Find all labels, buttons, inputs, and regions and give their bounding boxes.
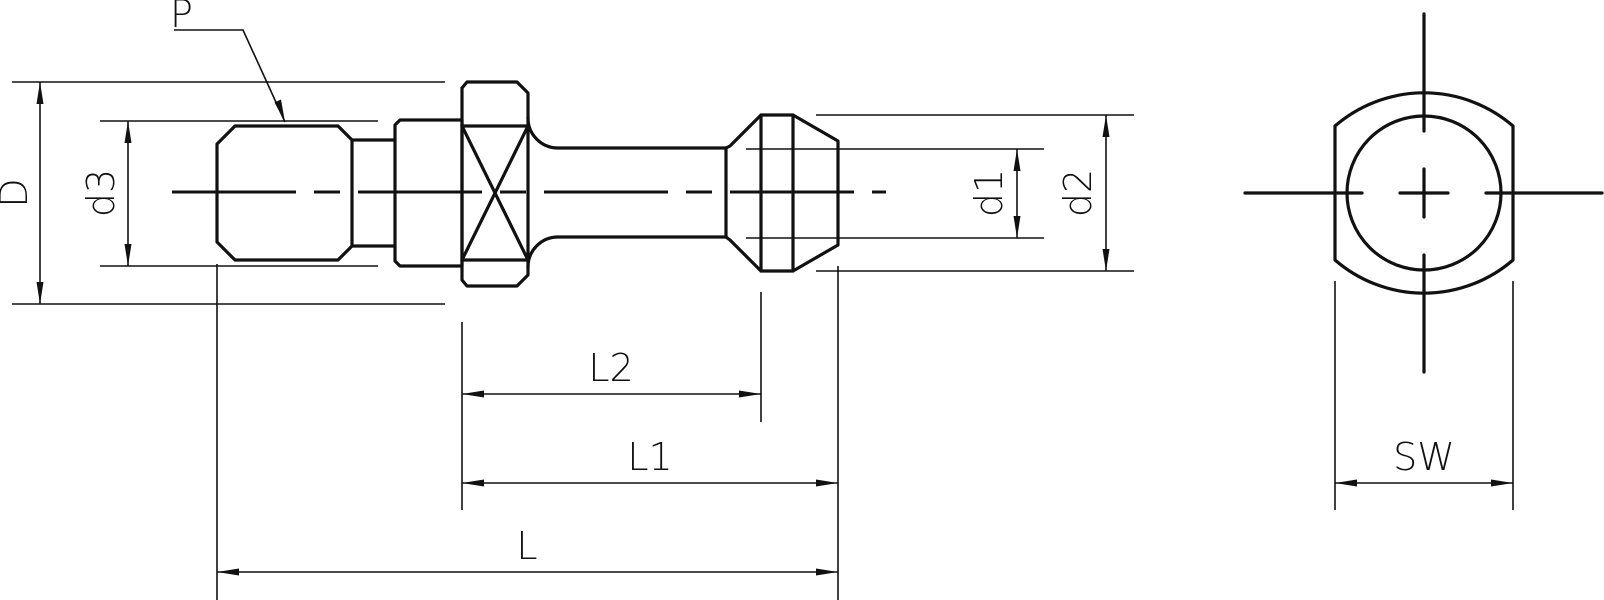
label-l2: L2 bbox=[588, 346, 633, 390]
dimension-sw bbox=[1335, 479, 1513, 487]
leader-p bbox=[174, 29, 286, 123]
label-sw: SW bbox=[1393, 435, 1455, 479]
label-l1: L1 bbox=[627, 435, 672, 479]
label-p: P bbox=[170, 0, 193, 36]
dimension-d3 bbox=[124, 121, 132, 266]
dimension-l1 bbox=[462, 479, 838, 487]
side-view bbox=[215, 80, 840, 288]
label-d: D bbox=[0, 178, 36, 207]
end-view bbox=[1243, 12, 1604, 374]
extension-lines bbox=[12, 81, 1514, 600]
label-l: L bbox=[516, 524, 537, 568]
shank-top bbox=[526, 115, 728, 150]
label-d2: d2 bbox=[1056, 169, 1100, 217]
dimension-l bbox=[217, 568, 838, 576]
end-view-hex-outline bbox=[1333, 91, 1515, 295]
dimension-d1 bbox=[1013, 149, 1021, 238]
label-d1: d1 bbox=[967, 169, 1011, 217]
label-d3: d3 bbox=[79, 169, 123, 217]
dimension-d-outer bbox=[36, 82, 44, 304]
thread-section bbox=[215, 124, 354, 262]
hex-collar bbox=[460, 80, 530, 288]
shank-bottom bbox=[526, 235, 728, 270]
dimension-l2 bbox=[462, 390, 761, 398]
flat-mark-diagonal-b bbox=[460, 124, 530, 262]
dimension-d2 bbox=[1102, 115, 1110, 271]
